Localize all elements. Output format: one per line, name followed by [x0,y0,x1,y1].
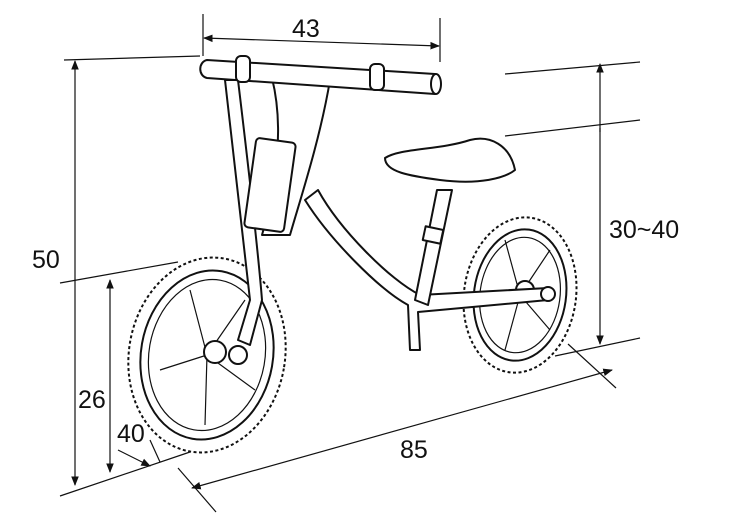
total-length-label: 85 [400,436,428,464]
seat-height-label: 30~40 [609,216,679,244]
bike-fork [224,77,331,365]
handlebar [199,55,442,95]
wheel-height-label: 26 [78,386,106,414]
bike-drawing [127,55,578,454]
handlebar-width-label: 43 [292,15,320,43]
bike-frame [304,189,556,351]
tire-width-label: 40 [117,420,145,448]
dimension-lines [59,14,641,513]
bike-seat [384,137,516,183]
total-height-label: 50 [32,246,60,274]
